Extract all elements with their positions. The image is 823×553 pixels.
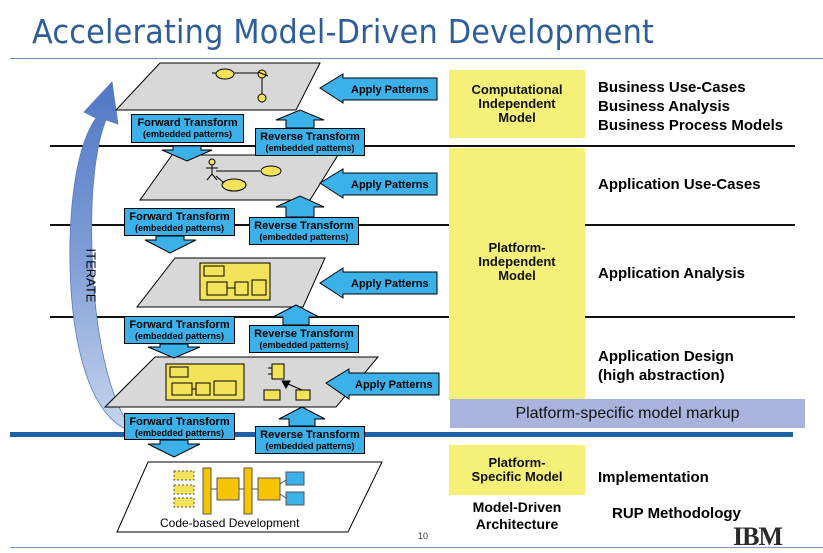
- embedded-patterns-label: (embedded patterns): [259, 232, 349, 242]
- apply-arrow-4: [325, 368, 440, 400]
- reverse-arrow-1: [275, 109, 325, 129]
- business-process-models-label: Business Process Models: [598, 117, 784, 134]
- forward-transform-label: Forward Transform: [129, 319, 230, 331]
- apply-patterns-label-3: Apply Patterns: [351, 278, 429, 290]
- usecase-plane: [139, 154, 339, 201]
- embedded-patterns-label: (embedded patterns): [134, 428, 224, 438]
- separator-2: [50, 224, 795, 226]
- forward-arrow-4: [147, 439, 201, 458]
- forward-transform-box-3: Forward Transform (embedded patterns): [124, 316, 235, 344]
- forward-transform-label: Forward Transform: [129, 416, 230, 428]
- pim-label: Platform-Independent Model: [478, 239, 556, 283]
- implementation-label: Implementation: [598, 469, 709, 486]
- apply-arrow-3: [319, 267, 438, 299]
- separator-3: [50, 316, 795, 318]
- reverse-transform-label: Reverse Transform: [254, 220, 354, 232]
- reverse-transform-box-4: Reverse Transform (embedded patterns): [255, 426, 365, 454]
- embedded-patterns-label: (embedded patterns): [134, 223, 224, 233]
- separator-1: [50, 145, 795, 147]
- implementation-component-diagram: [173, 467, 305, 515]
- reverse-transform-label: Reverse Transform: [260, 429, 360, 441]
- forward-transform-box-2: Forward Transform (embedded patterns): [124, 208, 235, 236]
- psm-box: Platform-Specific Model: [449, 445, 585, 495]
- iterate-label: ITERATE: [83, 248, 99, 303]
- application-design-label: Application Design: [598, 348, 734, 365]
- cim-box: Computational Independent Model: [449, 70, 585, 138]
- cim-label: Computational Independent Model: [471, 82, 563, 125]
- code-based-label: Code-based Development: [160, 516, 300, 530]
- embedded-patterns-label: (embedded patterns): [134, 331, 224, 341]
- cim-plane: [114, 62, 321, 111]
- iterate-arrow: [69, 81, 136, 433]
- business-analysis-label: Business Analysis: [598, 98, 731, 115]
- bottom-rule: [10, 547, 823, 548]
- platform-separator: [10, 432, 793, 437]
- embedded-patterns-label: (embedded patterns): [265, 441, 355, 451]
- high-abstraction-label: (high abstraction): [598, 367, 725, 384]
- ibm-logo: IBM: [733, 522, 783, 551]
- business-usecase-diagram: [212, 68, 269, 103]
- business-use-cases-label: Business Use-Cases: [598, 79, 746, 96]
- apply-arrow-2: [319, 168, 438, 199]
- mda-label: Model-Driven Architecture: [472, 499, 562, 532]
- pim-box: Platform-Independent Model: [449, 148, 585, 399]
- platform-markup-bar: Platform-specific model markup: [450, 399, 805, 428]
- apply-patterns-label-2: Apply Patterns: [351, 179, 429, 191]
- reverse-transform-label: Reverse Transform: [254, 328, 354, 340]
- reverse-arrow-2: [275, 195, 325, 218]
- title-rule: [10, 58, 823, 59]
- forward-arrow-2: [144, 235, 197, 254]
- forward-arrow-3: [147, 343, 201, 359]
- forward-arrow-1: [161, 145, 213, 162]
- application-analysis-label: Application Analysis: [598, 265, 745, 282]
- embedded-patterns-label: (embedded patterns): [142, 129, 232, 139]
- apply-arrow-1: [319, 73, 438, 104]
- rup-methodology-label: RUP Methodology: [612, 505, 741, 522]
- application-usecase-diagram: [206, 158, 282, 192]
- reverse-transform-label: Reverse Transform: [260, 131, 360, 143]
- reverse-arrow-4: [278, 406, 326, 427]
- forward-transform-box-4: Forward Transform (embedded patterns): [124, 413, 235, 440]
- reverse-transform-box-2: Reverse Transform (embedded patterns): [249, 217, 359, 245]
- forward-transform-box-1: Forward Transform (embedded patterns): [131, 114, 244, 143]
- apply-patterns-label-4: Apply Patterns: [355, 379, 433, 391]
- forward-transform-label: Forward Transform: [129, 211, 230, 223]
- page-number: 10: [418, 531, 429, 541]
- analysis-class-diagram: [199, 262, 271, 301]
- forward-transform-label: Forward Transform: [137, 117, 238, 129]
- embedded-patterns-label: (embedded patterns): [265, 143, 355, 153]
- reverse-arrow-3: [272, 304, 320, 326]
- design-class-diagram: [165, 363, 311, 401]
- reverse-transform-box-3: Reverse Transform (embedded patterns): [249, 325, 359, 353]
- psm-label: Platform-Specific Model: [471, 455, 563, 484]
- embedded-patterns-label: (embedded patterns): [259, 340, 349, 350]
- apply-patterns-label-1: Apply Patterns: [351, 84, 429, 96]
- slide-title: Accelerating Model-Driven Development: [32, 12, 655, 51]
- reverse-transform-box-1: Reverse Transform (embedded patterns): [255, 128, 365, 156]
- application-use-cases-label: Application Use-Cases: [598, 176, 761, 193]
